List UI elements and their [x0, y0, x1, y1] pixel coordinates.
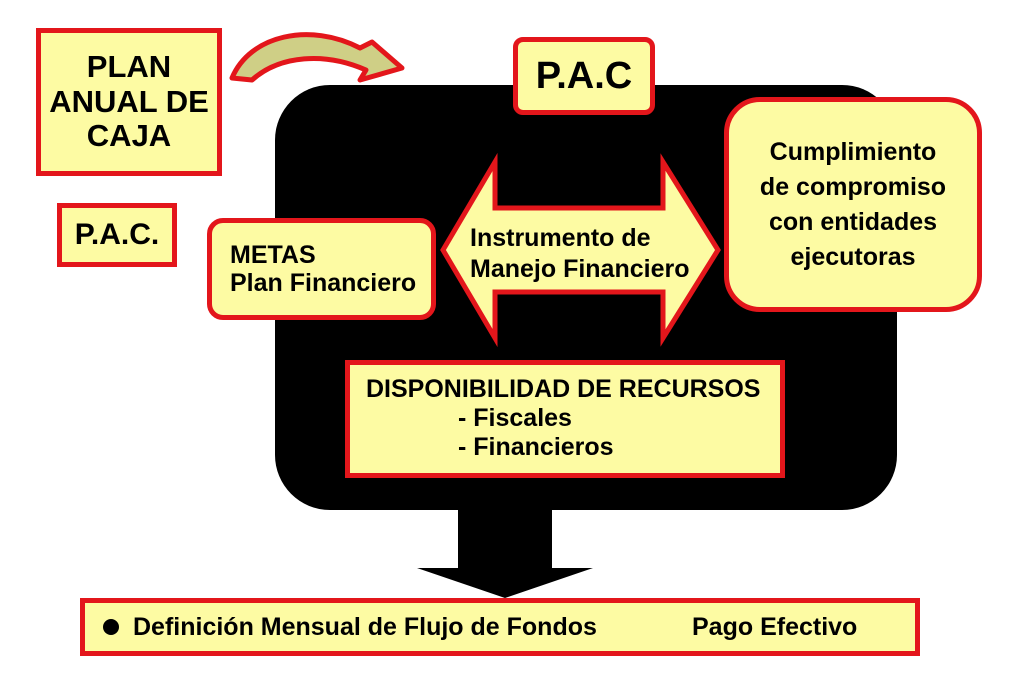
pac-abbrev-text: P.A.C. [74, 218, 160, 251]
metas-line-1: METAS [230, 241, 316, 269]
metas-line-2: Plan Financiero [230, 269, 417, 297]
pac-header-box: P.A.C [513, 37, 655, 115]
center-arrow-text: Instrumento de Manejo Financiero [470, 223, 700, 286]
pac-header-text: P.A.C [535, 54, 633, 97]
bullet-icon [103, 619, 119, 635]
cumplimiento-line-1: Cumplimiento [769, 137, 937, 166]
cumplimiento-box: Cumplimiento de compromiso con entidades… [724, 97, 982, 312]
cumplimiento-line-3: con entidades [768, 207, 938, 236]
plan-line-3: CAJA [86, 118, 172, 154]
center-line-1: Instrumento de [470, 224, 651, 252]
recursos-box: DISPONIBILIDAD DE RECURSOS - Fiscales - … [345, 360, 785, 478]
center-line-2: Manejo Financiero [470, 255, 690, 284]
recursos-title: DISPONIBILIDAD DE RECURSOS [366, 375, 761, 403]
flujo-bar: Definición Mensual de Flujo de Fondos Pa… [80, 598, 920, 656]
down-arrow [417, 505, 593, 598]
recursos-item-financieros: - Financieros [458, 432, 614, 461]
plan-line-2: ANUAL DE [49, 83, 209, 119]
metas-box: METAS Plan Financiero [207, 218, 436, 320]
plan-anual-box: PLAN ANUAL DE CAJA [36, 28, 222, 176]
plan-line-1: PLAN [86, 48, 172, 84]
curved-arrow-icon [229, 32, 405, 83]
pago-text: Pago Efectivo [692, 612, 858, 641]
flujo-text: Definición Mensual de Flujo de Fondos [133, 612, 597, 641]
double-arrow-icon [440, 152, 721, 348]
recursos-item-fiscales: - Fiscales [458, 403, 572, 432]
pac-abbrev-box: P.A.C. [57, 203, 177, 267]
cumplimiento-line-4: ejecutoras [790, 242, 916, 271]
cumplimiento-line-2: de compromiso [759, 172, 947, 201]
